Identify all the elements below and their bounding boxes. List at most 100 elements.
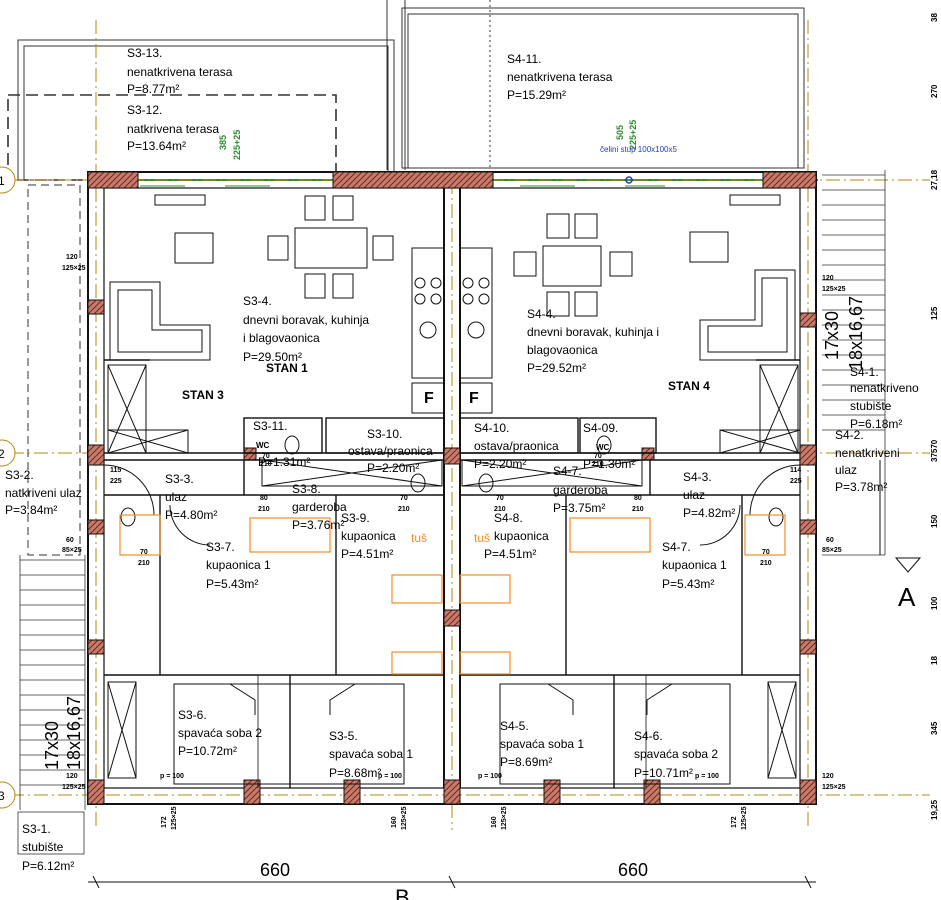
s4-3-name: ulaz [683, 488, 705, 502]
tag-172-l: 172 [161, 816, 168, 828]
s3-1-area: P=6.12m² [22, 859, 74, 873]
section-mark: A [898, 582, 916, 612]
terrace-s3-13-outline [17, 39, 395, 181]
grid-label-2: 2 [0, 447, 5, 461]
s3-6-area: P=10.72m² [178, 744, 237, 758]
tag-120-l2: 120 [66, 773, 78, 780]
s3-4-name2: i blagovaonica [243, 331, 320, 345]
svg-text:505: 505 [615, 125, 625, 140]
stan4-label: STAN 4 [668, 379, 710, 393]
s4-1-area: P=6.18m² [850, 417, 902, 431]
tag-120-l1: 120 [66, 254, 78, 261]
s3-11-area: P=1.31m² [258, 455, 310, 469]
steel-column [625, 176, 633, 184]
s4-09-name: WC [596, 443, 610, 452]
tag-70-b: 70 [762, 549, 770, 556]
s4-1-id: S4-1. [850, 365, 879, 379]
s4-8-area: P=4.51m² [484, 547, 536, 561]
s4-6-area: P=10.71m² [634, 766, 693, 780]
s3-4-area: P=29.50m² [243, 350, 302, 364]
s3-1-label-box [17, 811, 85, 855]
s4-4-area: P=29.52m² [527, 361, 586, 375]
s3-5-id: S3-5. [329, 729, 358, 743]
s3-10-area: P=2.20m² [367, 461, 419, 475]
s4-5-area: P=8.69m² [500, 755, 552, 769]
s3-5-name: spavaća soba 1 [329, 747, 413, 761]
s4-11-area: P=15.29m² [507, 88, 566, 102]
svg-text:100: 100 [930, 596, 939, 610]
tag-70-a: 70 [140, 549, 148, 556]
fridge-right: F [469, 390, 479, 407]
terrace-s4-11-outline [401, 7, 805, 169]
s4-7-id: S4-7. [662, 540, 691, 554]
s3-12-id: S3-12. [127, 103, 162, 117]
s3-13-name: nenatkrivena terasa [127, 65, 233, 79]
stan1-label: STAN 1 [266, 361, 308, 375]
terrace-s4-11-inner [407, 13, 799, 169]
bottom-letter: B [395, 885, 410, 900]
s4-8-id: S4-8. [494, 511, 523, 525]
s3-3-id: S3-3. [165, 472, 194, 486]
tag-225-l: 225 [110, 478, 122, 485]
s3-3-name: ulaz [165, 490, 187, 504]
tag-210-e: 210 [494, 506, 506, 513]
s4-11-id: S4-11. [507, 52, 541, 66]
stan3-label: STAN 3 [182, 388, 224, 402]
svg-text:270: 270 [930, 84, 939, 98]
s3-2-id: S3-2. [5, 468, 34, 482]
s4-7-area: P=5.43m² [662, 577, 714, 591]
s3-7-name: kupaonica 1 [206, 558, 271, 572]
s3-9-name: kupaonica [341, 529, 396, 543]
s3-6-id: S3-6. [178, 708, 207, 722]
s3-8-area: P=3.76m² [292, 518, 344, 532]
s3-4-name1: dnevni boravak, kuhinja [243, 313, 369, 327]
s4-6-name: spavaća soba 2 [634, 747, 718, 761]
tag-210-g: 210 [260, 461, 272, 468]
dim-right-660: 660 [618, 860, 648, 880]
grid-label-3: 3 [0, 789, 5, 803]
tag-125-b1: 125×25 [171, 806, 178, 830]
s4-3-area: P=4.82m² [683, 506, 735, 520]
bottom-dimension-lines [88, 875, 816, 889]
svg-text:38: 38 [930, 13, 939, 22]
s4-2-area: P=3.78m² [835, 480, 887, 494]
svg-text:385: 385 [218, 135, 228, 150]
fridge-left: F [424, 390, 434, 407]
s4-4-id: S4-4. [527, 307, 556, 321]
tag-210-h: 210 [592, 461, 604, 468]
tag-p100-1: p = 100 [160, 773, 184, 780]
s3-5-area: P=8.68m² [329, 766, 381, 780]
s3-8-name: garderoba [292, 500, 347, 514]
svg-text:27,18: 27,18 [930, 169, 939, 190]
s3-2-area: P=3.84m² [5, 503, 57, 517]
furniture [103, 194, 801, 785]
s4-7g-id: S4-7. [553, 464, 582, 478]
s4-5-id: S4-5. [500, 719, 529, 733]
opening-tags: p = 100 p = 100 p = 100 p = 100 120 125×… [62, 254, 846, 791]
s4-3-id: S4-3. [683, 470, 712, 484]
svg-text:37570: 37570 [930, 439, 939, 462]
left-stair-spec-1: 17x30 [42, 721, 62, 770]
s3-12-area: P=13.64m² [127, 139, 186, 153]
s4-09-id: S4-09. [583, 421, 618, 435]
column-note: čelini stup 100x100x5 [600, 145, 677, 154]
s3-2-name: natkriveni ulaz [5, 486, 82, 500]
tag-85-r: 85×25 [822, 547, 842, 554]
left-stairs [19, 555, 86, 810]
s4-5-name: spavaća soba 1 [500, 737, 584, 751]
bottom-small-tags: 172 125×25 160 125×25 160 125×25 172 125… [161, 806, 748, 830]
tag-125-b4: 125×25 [741, 806, 748, 830]
tag-160-r: 160 [491, 816, 498, 828]
s3-12-name: natkrivena terasa [127, 122, 219, 136]
svg-text:345: 345 [930, 721, 939, 735]
s4-8-name: kupaonica [494, 529, 549, 543]
tag-125-b2: 125×25 [401, 806, 408, 830]
s4-6-id: S4-6. [634, 729, 663, 743]
tag-210-a: 210 [138, 560, 150, 567]
tag-125-l1: 125×25 [62, 265, 86, 272]
s4-09-area: P=1.30m² [583, 457, 635, 471]
right-edge-numbers: 38 270 27,18 125 37570 150 100 18 345 19… [930, 13, 939, 820]
right-stair-spec-1: 17x30 [822, 311, 842, 360]
left-stair-terrace [27, 184, 81, 556]
s4-1-name2: stubište [850, 399, 892, 413]
